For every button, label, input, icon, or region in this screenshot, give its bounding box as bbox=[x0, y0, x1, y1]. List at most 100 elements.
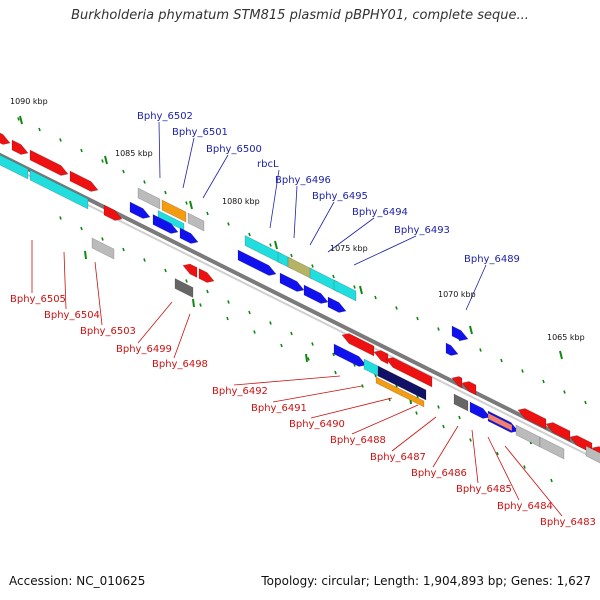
gene-feature[interactable] bbox=[333, 343, 367, 367]
gene-feature[interactable] bbox=[539, 436, 565, 460]
ruler-tick-inner bbox=[227, 300, 230, 304]
ruler-tick-outer bbox=[227, 222, 230, 226]
gene-feature[interactable] bbox=[385, 357, 433, 388]
gene-feature[interactable] bbox=[152, 214, 179, 234]
gene-feature[interactable] bbox=[279, 272, 305, 292]
gene-label[interactable]: rbcL bbox=[257, 159, 279, 170]
gene-feature[interactable] bbox=[545, 422, 571, 442]
leader-line bbox=[182, 137, 195, 189]
ruler-major-tick bbox=[274, 240, 278, 250]
ruler-major-tick bbox=[359, 285, 363, 295]
gene-feature[interactable] bbox=[517, 408, 547, 430]
ruler-label: 1085 kbp bbox=[115, 149, 153, 158]
leader-line bbox=[63, 251, 67, 310]
features-layer bbox=[0, 128, 600, 468]
gene-label[interactable]: Bphy_6486 bbox=[411, 468, 467, 479]
ruler-tick-outer bbox=[164, 190, 167, 195]
gene-feature[interactable] bbox=[377, 365, 427, 401]
gene-feature[interactable] bbox=[373, 350, 389, 365]
gene-feature[interactable] bbox=[487, 412, 513, 432]
gene-label[interactable]: Bphy_6489 bbox=[464, 254, 520, 265]
gene-feature[interactable] bbox=[0, 128, 11, 145]
leader-line bbox=[233, 375, 341, 386]
gene-label[interactable]: Bphy_6502 bbox=[137, 111, 193, 122]
gene-feature[interactable] bbox=[174, 278, 194, 298]
ruler-tick-lower bbox=[280, 343, 283, 348]
accession-text: Accession: NC_010625 bbox=[9, 574, 146, 588]
gene-label[interactable]: Bphy_6491 bbox=[251, 403, 307, 414]
ruler-tick-inner bbox=[59, 216, 62, 220]
gene-feature[interactable] bbox=[333, 279, 357, 302]
gene-feature[interactable] bbox=[451, 325, 469, 341]
gene-label[interactable]: Bphy_6484 bbox=[497, 501, 553, 512]
gene-feature[interactable] bbox=[341, 333, 375, 357]
ruler-tick-lower bbox=[199, 303, 202, 307]
gene-label[interactable]: Bphy_6501 bbox=[172, 127, 228, 138]
gene-label[interactable]: Bphy_6495 bbox=[312, 191, 368, 202]
gene-label[interactable]: Bphy_6500 bbox=[206, 144, 262, 155]
gene-label[interactable]: Bphy_6505 bbox=[10, 294, 66, 305]
gene-feature[interactable] bbox=[129, 201, 151, 219]
gene-label[interactable]: Bphy_6498 bbox=[152, 359, 208, 370]
ruler-tick-lower bbox=[334, 370, 337, 375]
gene-label[interactable]: Bphy_6494 bbox=[352, 207, 408, 218]
gene-feature[interactable] bbox=[237, 249, 277, 276]
gene-label[interactable]: Bphy_6499 bbox=[116, 344, 172, 355]
gene-label[interactable]: Bphy_6487 bbox=[370, 452, 426, 463]
gene-label[interactable]: Bphy_6493 bbox=[394, 225, 450, 236]
leader-line bbox=[471, 429, 479, 484]
gene-feature[interactable] bbox=[453, 393, 469, 412]
gene-feature[interactable] bbox=[585, 445, 600, 468]
ruler-tick-outer bbox=[80, 148, 83, 153]
gene-feature[interactable] bbox=[461, 381, 477, 396]
ruler-tick-outer bbox=[38, 127, 41, 132]
gene-feature[interactable] bbox=[327, 296, 347, 313]
leader-line bbox=[310, 397, 393, 419]
gene-feature[interactable] bbox=[287, 256, 313, 280]
gene-feature[interactable] bbox=[69, 170, 99, 192]
gene-label[interactable]: Bphy_6496 bbox=[275, 175, 331, 186]
gene-label[interactable]: Bphy_6483 bbox=[540, 517, 596, 528]
gene-feature[interactable] bbox=[363, 358, 381, 378]
gene-label[interactable]: Bphy_6490 bbox=[289, 419, 345, 430]
ruler-label: 1090 kbp bbox=[10, 97, 48, 106]
ruler-tick-inner bbox=[311, 342, 314, 346]
gene-feature[interactable] bbox=[303, 284, 329, 304]
gene-feature[interactable] bbox=[29, 149, 69, 176]
gene-feature[interactable] bbox=[182, 263, 198, 278]
ruler-tick-inner bbox=[185, 279, 188, 283]
gene-feature[interactable] bbox=[198, 268, 215, 283]
gene-label[interactable]: Bphy_6503 bbox=[80, 326, 136, 337]
gene-feature[interactable] bbox=[187, 212, 205, 232]
gene-feature[interactable] bbox=[445, 342, 459, 356]
gene-feature[interactable] bbox=[161, 199, 187, 223]
ruler-tick-outer bbox=[479, 348, 482, 352]
ruler-major-tick bbox=[192, 298, 195, 308]
ruler-tick-outer bbox=[416, 316, 419, 321]
gene-feature[interactable] bbox=[137, 187, 161, 210]
ruler-tick-inner bbox=[290, 331, 293, 336]
gene-feature[interactable] bbox=[179, 227, 199, 244]
gene-label[interactable]: Bphy_6492 bbox=[212, 386, 268, 397]
gene-feature[interactable] bbox=[29, 169, 89, 210]
gene-label[interactable]: Bphy_6485 bbox=[456, 484, 512, 495]
gene-feature[interactable] bbox=[469, 401, 491, 419]
ruler-tick-lower bbox=[226, 316, 229, 321]
gene-feature[interactable] bbox=[91, 237, 115, 260]
leader-line bbox=[173, 313, 191, 359]
ruler-tick-outer bbox=[17, 117, 20, 121]
gene-feature[interactable] bbox=[11, 139, 29, 155]
ruler-tick-inner bbox=[143, 258, 146, 262]
ruler-tick-outer bbox=[395, 306, 398, 310]
ruler-major-tick bbox=[559, 350, 563, 360]
gene-feature[interactable] bbox=[451, 376, 463, 389]
ruler-tick-lower bbox=[307, 357, 310, 361]
gene-feature[interactable] bbox=[0, 150, 29, 180]
gene-feature[interactable] bbox=[375, 376, 425, 408]
ruler-tick-outer bbox=[59, 138, 62, 142]
gene-label[interactable]: Bphy_6504 bbox=[44, 310, 100, 321]
gene-label[interactable]: Bphy_6488 bbox=[330, 435, 386, 446]
gene-feature[interactable] bbox=[103, 204, 123, 221]
leader-line bbox=[269, 169, 280, 229]
